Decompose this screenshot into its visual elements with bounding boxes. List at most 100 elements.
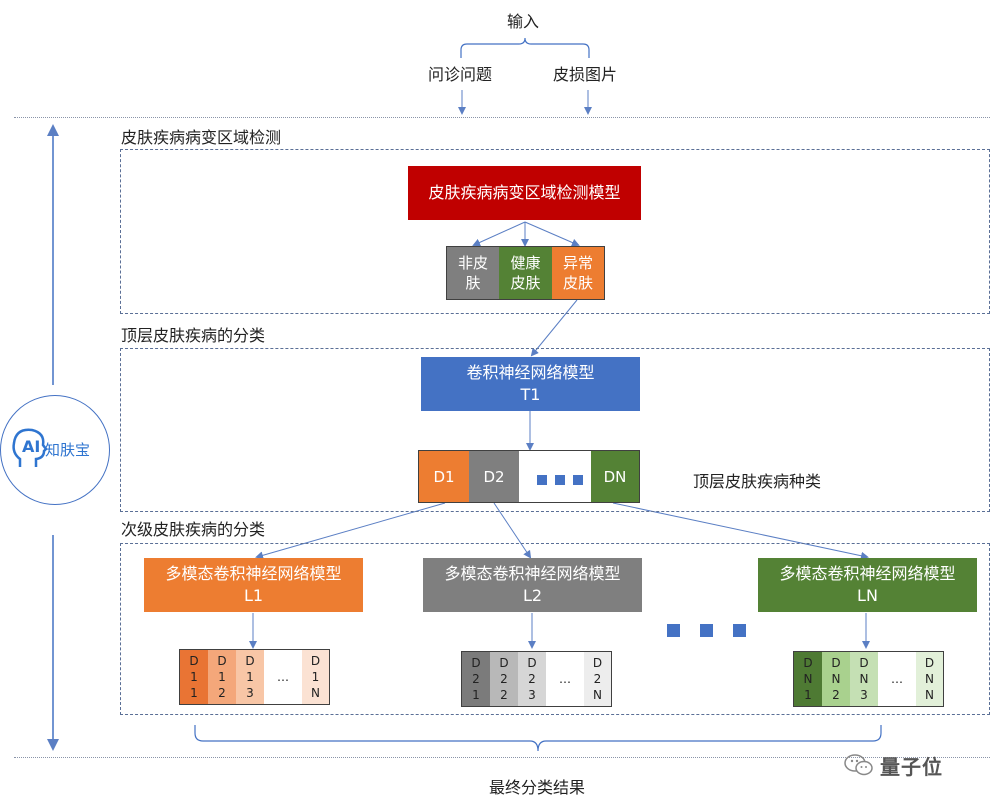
cell-dn: DN xyxy=(591,451,639,502)
sub-disease-cell-char: N xyxy=(925,688,934,702)
sub-disease-cell-char: D xyxy=(189,654,199,668)
ellipsis-dot xyxy=(700,624,713,637)
sub-disease-cell-char: … xyxy=(559,672,571,686)
sub-disease-cell-char: 1 xyxy=(311,670,320,684)
section1-title: 皮肤疾病病变区域检测 xyxy=(121,128,282,147)
cnn-model-t1: 卷积神经网络模型 T1 xyxy=(421,357,640,411)
cnn-model-t1-line1: 卷积神经网络模型 xyxy=(466,363,595,382)
sub-disease-cell-char: N xyxy=(925,672,934,686)
lesion-detection-model-label: 皮肤疾病病变区域检测模型 xyxy=(428,183,621,202)
logo-ai-text: AI xyxy=(22,437,41,456)
wechat-icon xyxy=(843,752,875,778)
watermark-text: 量子位 xyxy=(880,755,943,779)
model-ln-line2: LN xyxy=(857,586,878,605)
cell-d2: D2 xyxy=(469,451,519,502)
sub-disease-cell-char: 1 xyxy=(190,686,198,700)
sub-disease-cell-char: D xyxy=(527,656,537,670)
sub-disease-cell-char: D xyxy=(217,654,227,668)
zhifubao-logo xyxy=(0,395,110,505)
sub-disease-cell-char: D xyxy=(310,654,321,668)
sub-disease-cell-char: 1 xyxy=(246,670,254,684)
head-icon xyxy=(8,425,48,471)
sub-disease-cell-char: 2 xyxy=(528,672,536,686)
sub-disease-cell-char: 2 xyxy=(472,672,480,686)
cell-d1: D1 xyxy=(419,451,469,502)
sub-disease-cell: D 2 3 xyxy=(518,652,546,706)
sub-disease-cell-char: 1 xyxy=(804,688,812,702)
top-separator xyxy=(14,117,990,118)
sub-disease-cell-char: N xyxy=(831,672,841,686)
sub-disease-cell-char: 2 xyxy=(593,672,602,686)
cell-healthy-skin: 健康 皮肤 xyxy=(499,247,552,299)
lesion-detection-model: 皮肤疾病病变区域检测模型 xyxy=(408,166,641,220)
sub-disease-cell-char: 3 xyxy=(860,688,868,702)
sub-disease-cell-char: N xyxy=(803,672,813,686)
sub-disease-cell-char: 2 xyxy=(500,688,508,702)
bottom-separator xyxy=(14,757,990,758)
model-l2-line2: L2 xyxy=(522,586,543,605)
sub-disease-cell-char: 3 xyxy=(528,688,536,702)
model-l1-line2: L1 xyxy=(243,586,264,605)
input-image-label: 皮损图片 xyxy=(553,65,618,84)
top-brace xyxy=(460,37,590,58)
sub-disease-cell-char: D xyxy=(471,656,481,670)
cell-healthy-skin-line1: 健康 xyxy=(510,254,541,272)
sub-disease-cell-char: N xyxy=(311,686,320,700)
sub-disease-cell-char: D xyxy=(831,656,841,670)
sub-disease-cell-char: … xyxy=(891,672,903,686)
section3-frame xyxy=(120,543,990,715)
sub-disease-cell-char: N xyxy=(593,688,602,702)
logo-name: 知肤宝 xyxy=(45,441,91,459)
sub-disease-cell-char: 2 xyxy=(832,688,840,702)
model-l2-line1: 多模态卷积神经网络模型 xyxy=(444,564,621,583)
sub-disease-cell-char: N xyxy=(859,672,869,686)
model-l1-line1: 多模态卷积神经网络模型 xyxy=(165,564,342,583)
section2-title: 顶层皮肤疾病的分类 xyxy=(121,326,266,345)
cell-abnormal-skin: 异常 皮肤 xyxy=(552,247,604,299)
sub-disease-cell: … xyxy=(878,652,916,706)
bottom-brace xyxy=(194,725,882,752)
cell-non-skin-line1: 非皮 xyxy=(457,254,488,272)
cell-non-skin: 非皮 肤 xyxy=(447,247,499,299)
multimodal-model-ln: 多模态卷积神经网络模型 LN xyxy=(758,558,977,612)
sub-disease-cell-char: D xyxy=(245,654,255,668)
ellipsis-dot xyxy=(537,475,547,485)
sub-disease-cell: … xyxy=(264,650,302,704)
skin-type-row xyxy=(446,246,605,300)
sub-disease-cell-char: 2 xyxy=(218,686,226,700)
sub-disease-cell-char: D xyxy=(859,656,869,670)
sub-disease-cell-char: 3 xyxy=(246,686,254,700)
model-ln-line1: 多模态卷积神经网络模型 xyxy=(779,564,956,583)
ellipsis-dot xyxy=(667,624,680,637)
sub-disease-cell-char: D xyxy=(499,656,509,670)
sub-disease-cell-char: 2 xyxy=(500,672,508,686)
top-disease-types-label: 顶层皮肤疾病种类 xyxy=(693,472,822,491)
sub-disease-cell-char: 1 xyxy=(218,670,226,684)
sub-disease-cell: … xyxy=(546,652,584,706)
ellipsis-dot xyxy=(555,475,565,485)
sub-disease-cell-char: D xyxy=(592,656,603,670)
cell-non-skin-line2: 肤 xyxy=(465,274,481,292)
sub-disease-cell: D 2 2 xyxy=(490,652,518,706)
section2-frame xyxy=(120,348,990,512)
input-title: 输入 xyxy=(507,12,540,31)
sub-disease-cell: D 1 2 xyxy=(208,650,236,704)
multimodal-model-l2: 多模态卷积神经网络模型 L2 xyxy=(423,558,642,612)
input-question-label: 问诊问题 xyxy=(428,65,493,84)
cnn-model-t1-line2: T1 xyxy=(520,385,541,404)
ellipsis-dot xyxy=(573,475,583,485)
section3-title: 次级皮肤疾病的分类 xyxy=(121,520,266,539)
cell-abnormal-skin-line2: 皮肤 xyxy=(562,274,593,292)
cell-healthy-skin-line2: 皮肤 xyxy=(510,274,541,292)
